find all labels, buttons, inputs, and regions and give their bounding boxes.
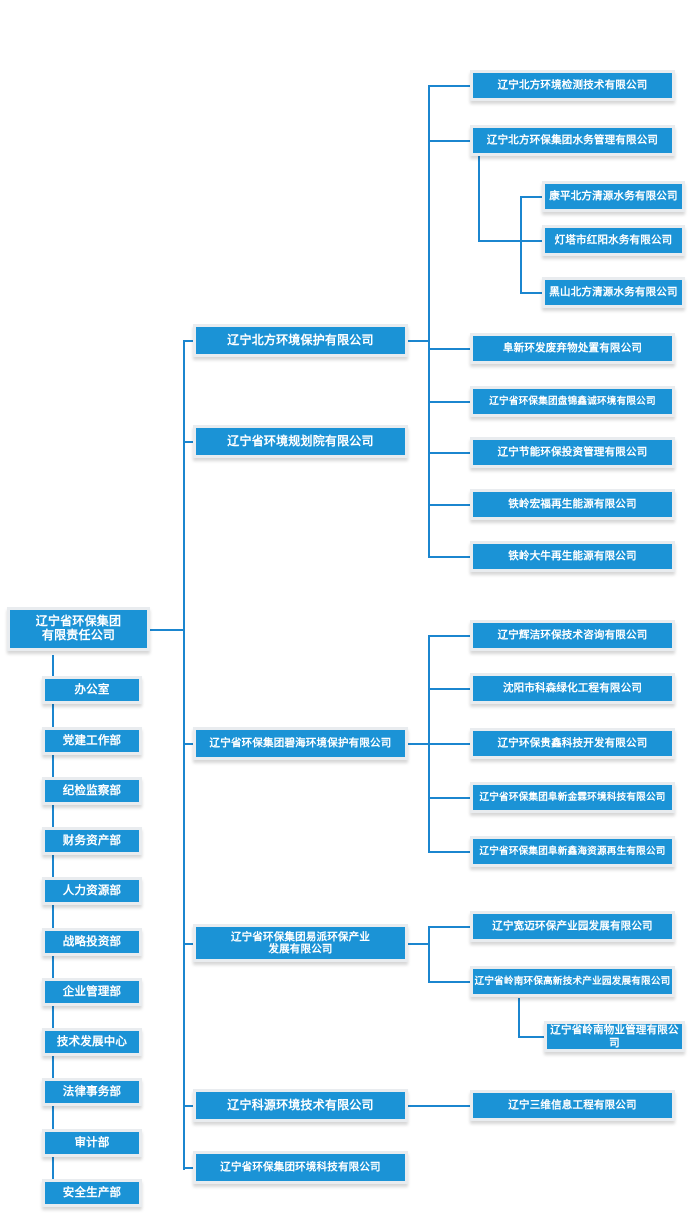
subsidiary-node-5[interactable]: 辽宁省环保集团环境科技有限公司 — [193, 1151, 408, 1184]
dept-node-5[interactable]: 战略投资部 — [42, 928, 142, 956]
connector-beifang-0 — [428, 85, 470, 87]
connector-bihai-1 — [428, 688, 470, 690]
dept-node-3[interactable]: 财务资产部 — [42, 827, 142, 855]
subsidiary-node-4[interactable]: 辽宁科源环境技术有限公司 — [193, 1089, 408, 1122]
connector-yipai-out — [408, 943, 430, 945]
connector-beifang-spine — [428, 85, 430, 556]
dept-node-10[interactable]: 安全生产部 — [42, 1179, 142, 1207]
bihai-child-2[interactable]: 辽宁环保贵鑫科技开发有限公司 — [470, 728, 675, 759]
connector-bihai-2 — [428, 743, 470, 745]
connector-dept-spine — [52, 655, 54, 1195]
dept-node-6[interactable]: 企业管理部 — [42, 978, 142, 1006]
water-child-0[interactable]: 康平北方清源水务有限公司 — [542, 181, 685, 212]
beifang-child-1[interactable]: 辽宁北方环保集团水务管理有限公司 — [470, 125, 675, 156]
beifang-child-2[interactable]: 阜新环发废弃物处置有限公司 — [470, 333, 675, 364]
subsidiary-node-2[interactable]: 辽宁省环保集团碧海环境保护有限公司 — [193, 727, 408, 760]
connector-bihai-out — [408, 743, 430, 745]
beifang-child-5[interactable]: 铁岭宏福再生能源有限公司 — [470, 489, 675, 520]
beifang-child-0[interactable]: 辽宁北方环境检测技术有限公司 — [470, 70, 675, 101]
beifang-child-6[interactable]: 铁岭大牛再生能源有限公司 — [470, 541, 675, 572]
connector-lingnan-0 — [518, 1036, 544, 1038]
connector-beifang-out — [408, 340, 430, 342]
yipai-child-0[interactable]: 辽宁宽迈环保产业园发展有限公司 — [470, 911, 675, 942]
dept-node-4[interactable]: 人力资源部 — [42, 877, 142, 905]
dept-node-2[interactable]: 纪检监察部 — [42, 777, 142, 805]
connector-subsidiary-spine — [183, 340, 185, 1170]
water-child-1[interactable]: 灯塔市红阳水务有限公司 — [542, 225, 685, 256]
connector-yipai-1 — [428, 981, 470, 983]
connector-keyuan-0 — [408, 1105, 470, 1107]
connector-water-drop — [478, 155, 480, 240]
connector-water-spine — [520, 196, 522, 293]
subsidiary-node-3[interactable]: 辽宁省环保集团易派环保产业 发展有限公司 — [193, 924, 408, 962]
water-child-2[interactable]: 黑山北方清源水务有限公司 — [542, 277, 685, 308]
connector-water-1 — [520, 240, 542, 242]
connector-beifang-4 — [428, 452, 470, 454]
connector-beifang-3 — [428, 401, 470, 403]
bihai-child-3[interactable]: 辽宁省环保集团阜新金霖环境科技有限公司 — [470, 782, 675, 813]
connector-yipai-0 — [428, 926, 470, 928]
lingnan-child-0[interactable]: 辽宁省岭南物业管理有限公司 — [544, 1021, 685, 1052]
dept-node-8[interactable]: 法律事务部 — [42, 1078, 142, 1106]
connector-lingnan-drop — [518, 998, 520, 1037]
yipai-child-1[interactable]: 辽宁省岭南环保高新技术产业园发展有限公司 — [470, 966, 675, 997]
connector-beifang-6 — [428, 556, 470, 558]
root-node[interactable]: 辽宁省环保集团 有限责任公司 — [7, 607, 150, 651]
connector-bihai-0 — [428, 635, 470, 637]
connector-bihai-3 — [428, 797, 470, 799]
bihai-child-4[interactable]: 辽宁省环保集团阜新鑫海资源再生有限公司 — [470, 836, 675, 867]
connector-bihai-4 — [428, 851, 470, 853]
subsidiary-node-0[interactable]: 辽宁北方环境保护有限公司 — [193, 324, 408, 357]
connector-beifang-2 — [428, 348, 470, 350]
subsidiary-node-1[interactable]: 辽宁省环境规划院有限公司 — [193, 425, 408, 458]
connector-water-0 — [520, 196, 542, 198]
bihai-child-0[interactable]: 辽宁辉洁环保技术咨询有限公司 — [470, 620, 675, 651]
connector-water-join — [478, 240, 522, 242]
dept-node-7[interactable]: 技术发展中心 — [42, 1028, 142, 1056]
connector-beifang-5 — [428, 504, 470, 506]
dept-node-9[interactable]: 审计部 — [42, 1129, 142, 1157]
connector-root-right — [150, 629, 185, 631]
dept-node-1[interactable]: 党建工作部 — [42, 727, 142, 755]
connector-water-2 — [520, 292, 542, 294]
keyuan-child-0[interactable]: 辽宁三维信息工程有限公司 — [470, 1090, 675, 1121]
connector-beifang-1 — [428, 140, 470, 142]
dept-node-0[interactable]: 办公室 — [42, 676, 142, 704]
connector-yipai-spine — [428, 926, 430, 982]
beifang-child-4[interactable]: 辽宁节能环保投资管理有限公司 — [470, 437, 675, 468]
beifang-child-3[interactable]: 辽宁省环保集团盘锦鑫诚环境有限公司 — [470, 386, 675, 417]
bihai-child-1[interactable]: 沈阳市科森绿化工程有限公司 — [470, 673, 675, 704]
